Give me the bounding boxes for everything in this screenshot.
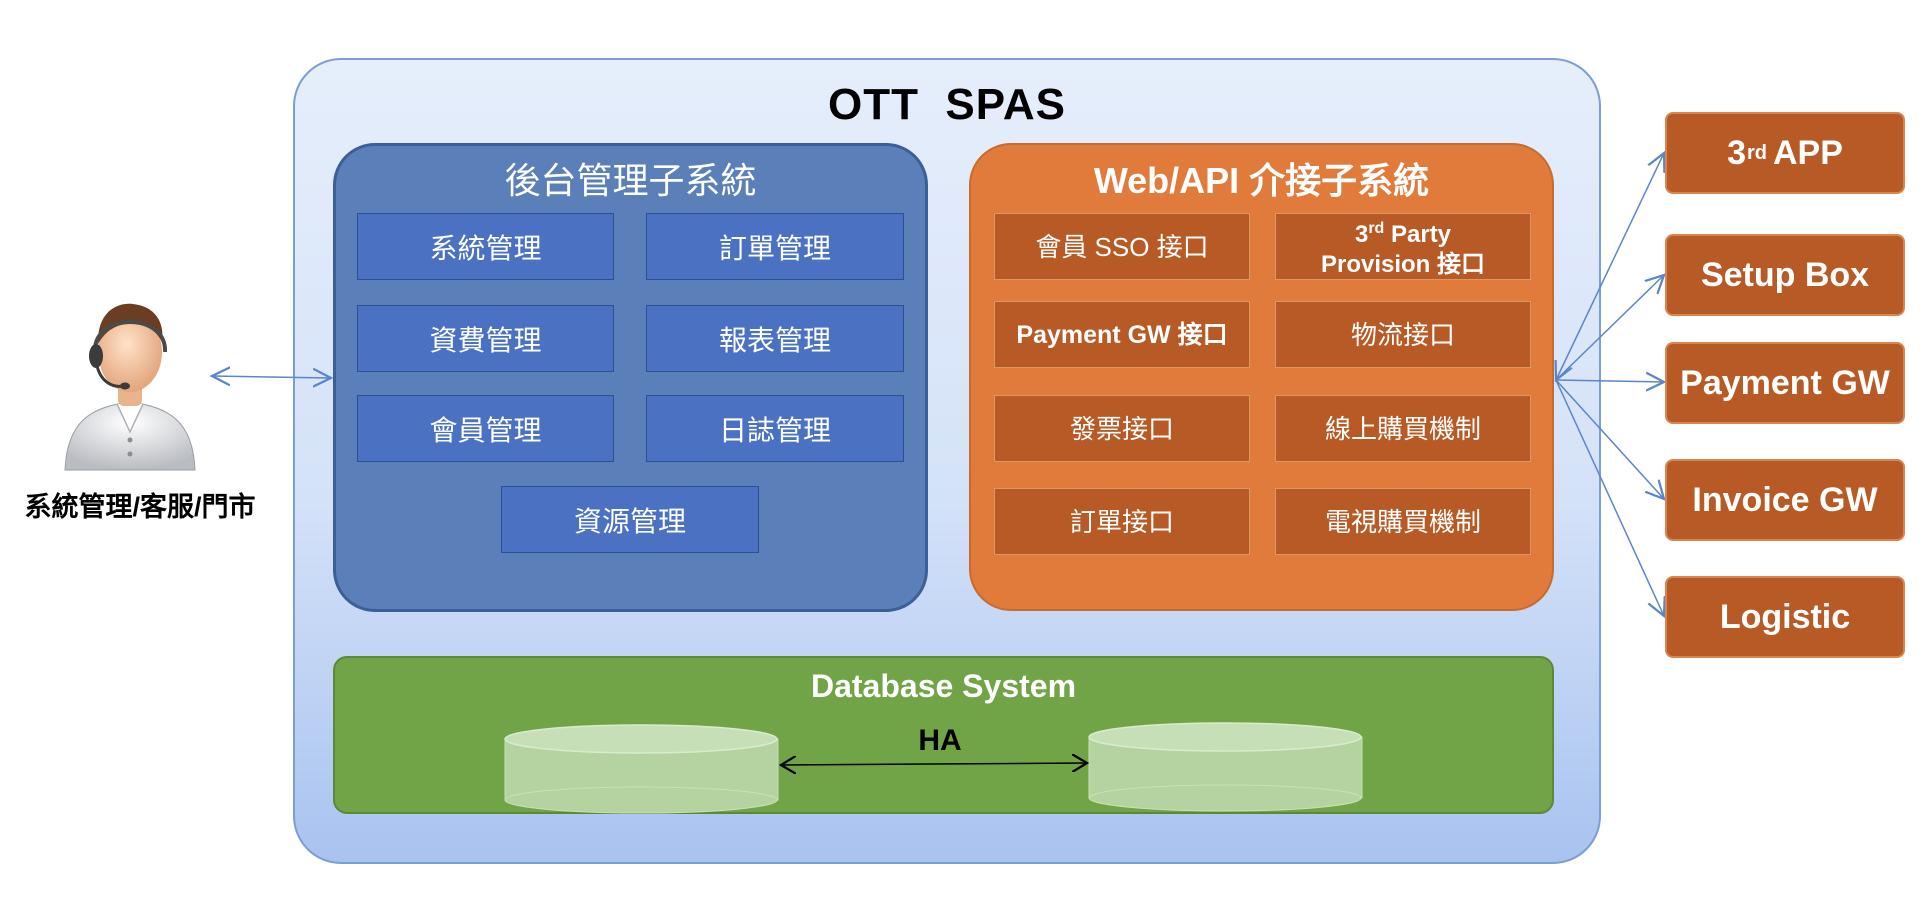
database-system-title: Database System (810, 668, 1077, 704)
webapi-item-payment-gw: Payment GW 接口 (994, 301, 1250, 368)
webapi-subsystem-title: Web/API 介接子系統 (1093, 160, 1430, 201)
backend-item-log-mgmt: 日誌管理 (646, 395, 904, 462)
ott-spas-title: OTT SPAS (828, 80, 1066, 129)
provision-line1: 3rd Party (1354, 219, 1452, 248)
external-invoice-gw: Invoice GW (1665, 459, 1905, 541)
backend-item-report-mgmt: 報表管理 (646, 305, 904, 372)
webapi-item-invoice: 發票接口 (994, 395, 1250, 462)
person-label: 系統管理/客服/門市 (24, 492, 256, 522)
backend-item-system-mgmt: 系統管理 (357, 213, 614, 280)
webapi-item-order: 訂單接口 (994, 488, 1250, 555)
provision-line2: Provision 接口 (1320, 250, 1486, 278)
backend-item-fee-mgmt: 資費管理 (357, 305, 614, 372)
webapi-item-logistics: 物流接口 (1275, 301, 1531, 368)
ha-label: HA (918, 724, 962, 757)
webapi-item-online-purchase: 線上購買機制 (1275, 395, 1531, 462)
webapi-item-tv-purchase: 電視購買機制 (1275, 488, 1531, 555)
webapi-item-3rd-party-provision: 3rd Party Provision 接口 (1275, 213, 1531, 280)
backend-item-member-mgmt: 會員管理 (357, 395, 614, 462)
backend-subsystem-title: 後台管理子系統 (504, 160, 757, 201)
external-logistic: Logistic (1665, 576, 1905, 658)
external-payment-gw: Payment GW (1665, 342, 1905, 424)
backend-item-resource-mgmt: 資源管理 (501, 486, 759, 553)
external-setup-box: Setup Box (1665, 234, 1905, 316)
webapi-item-member-sso: 會員 SSO 接口 (994, 213, 1250, 280)
person-headset-icon (64, 303, 196, 471)
backend-item-order-mgmt: 訂單管理 (646, 213, 904, 280)
